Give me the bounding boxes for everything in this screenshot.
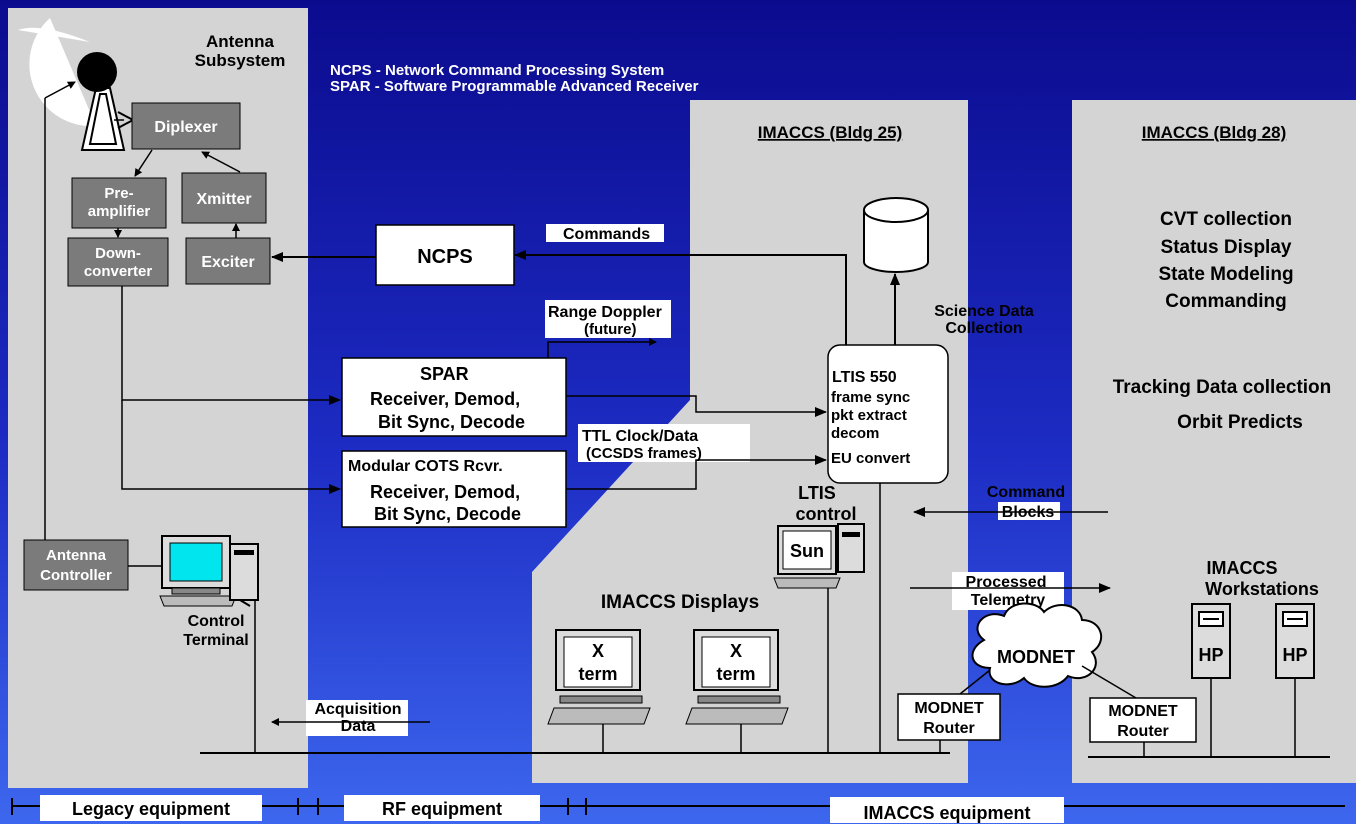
processed-telemetry-label: Processed xyxy=(966,574,1047,591)
xterm-1-icon xyxy=(547,629,651,725)
acquisition-data-bg xyxy=(306,700,408,736)
ltis-item-frame-sync: frame sync xyxy=(831,389,910,406)
preamplifier-label-2: amplifier xyxy=(88,203,151,220)
science-collection-label: Collection xyxy=(945,320,1022,337)
ccsds-frames-label: (CCSDS frames) xyxy=(586,445,702,462)
control-terminal-icon xyxy=(159,535,259,607)
bldg25-title: IMACCS (Bldg 25) xyxy=(758,123,903,142)
function-cvt-collection: CVT collection xyxy=(1160,209,1292,230)
spar-box xyxy=(341,357,567,437)
footer-rf-equipment: RF equipment xyxy=(382,799,502,819)
cots-receiver-title: Modular COTS Rcvr. xyxy=(348,458,503,475)
hp-workstation-1-icon xyxy=(1191,603,1231,679)
range-doppler-label: Range Doppler xyxy=(548,304,662,321)
ncps-definition: NCPS - Network Command Processing System xyxy=(330,62,664,79)
footer-legacy-equipment: Legacy equipment xyxy=(72,799,230,819)
modnet-router-1-label: MODNET xyxy=(914,700,984,717)
modnet-router-2-label: MODNET xyxy=(1108,703,1178,720)
function-state-modeling: State Modeling xyxy=(1158,264,1293,285)
processed-telemetry-bg xyxy=(952,572,1064,610)
xterm-2-label: X xyxy=(730,641,742,661)
antenna-controller-box xyxy=(23,539,129,591)
modnet-router-1-label-2: Router xyxy=(923,720,975,737)
cots-receiver-box xyxy=(341,450,567,528)
ttl-label-bg xyxy=(578,424,750,462)
sun-workstation-icon xyxy=(773,523,865,589)
modnet-router-2-box xyxy=(1089,697,1197,743)
command-blocks-bg xyxy=(998,502,1060,520)
cots-receiver-line-1: Receiver, Demod, xyxy=(370,482,520,502)
spar-title: SPAR xyxy=(420,364,469,384)
xterm-1-label: X xyxy=(592,641,604,661)
diplexer-box xyxy=(131,102,241,150)
xmitter-label: Xmitter xyxy=(196,191,251,208)
ttl-clock-data-label: TTL Clock/Data xyxy=(582,428,698,445)
exciter-label: Exciter xyxy=(201,254,254,271)
orbit-predicts: Orbit Predicts xyxy=(1177,412,1303,433)
range-doppler-future-label: (future) xyxy=(584,321,637,338)
workstations-label-2: Workstations xyxy=(1205,579,1319,599)
control-terminal-label: Control xyxy=(188,613,245,630)
function-commanding: Commanding xyxy=(1165,291,1286,312)
footer-imaccs-equipment: IMACCS equipment xyxy=(863,803,1030,823)
exciter-box xyxy=(185,237,271,285)
hp-workstation-2-icon xyxy=(1275,603,1315,679)
antenna-subsystem-title: Antenna xyxy=(206,32,275,51)
spar-line-2: Bit Sync, Decode xyxy=(378,412,525,432)
downconverter-box xyxy=(67,237,169,287)
spar-line-1: Receiver, Demod, xyxy=(370,389,520,409)
commands-label-bg xyxy=(546,224,664,242)
commands-label: Commands xyxy=(563,226,650,243)
xterm-2-label-2: term xyxy=(716,664,755,684)
preamplifier-box xyxy=(71,177,167,229)
imaccs-displays-label: IMACCS Displays xyxy=(601,592,759,613)
bldg28-title: IMACCS (Bldg 28) xyxy=(1142,123,1287,142)
ncps-box xyxy=(375,224,515,286)
preamplifier-label: Pre- xyxy=(104,185,133,202)
sun-label: Sun xyxy=(790,541,824,561)
ltis-item-eu-convert: EU convert xyxy=(831,450,910,467)
modnet-router-1-box xyxy=(897,693,1001,741)
spar-definition: SPAR - Software Programmable Advanced Re… xyxy=(330,78,699,95)
xterm-2-icon xyxy=(685,629,789,725)
footer-bar xyxy=(11,795,1345,823)
command-blocks-label: Command xyxy=(987,484,1065,501)
antenna-dish-icon xyxy=(18,18,126,151)
hp-1-label: HP xyxy=(1198,645,1223,665)
science-database-icon xyxy=(863,197,929,273)
downconverter-label-2: converter xyxy=(84,263,153,280)
bldg28-panel xyxy=(1072,100,1356,783)
hp-2-label: HP xyxy=(1282,645,1307,665)
acquisition-data-label-2: Data xyxy=(341,718,376,735)
workstations-label: IMACCS xyxy=(1207,558,1278,578)
xmitter-box xyxy=(181,172,267,224)
ltis-550-box xyxy=(827,344,949,484)
ltis-550-title: LTIS 550 xyxy=(832,369,897,386)
function-status-display: Status Display xyxy=(1161,237,1292,258)
antenna-controller-label-2: Controller xyxy=(40,567,112,584)
tracking-data-collection: Tracking Data collection xyxy=(1113,377,1332,398)
acquisition-data-label: Acquisition xyxy=(314,701,401,718)
science-data-label: Science Data xyxy=(934,303,1034,320)
modnet-router-2-label-2: Router xyxy=(1117,723,1169,740)
antenna-controller-label: Antenna xyxy=(46,547,107,564)
ltis-control-label: LTIS xyxy=(798,483,836,503)
xterm-1-label-2: term xyxy=(578,664,617,684)
ltis-item-decom: decom xyxy=(831,425,879,442)
modnet-label: MODNET xyxy=(997,647,1075,667)
diplexer-label: Diplexer xyxy=(154,119,217,136)
modnet-cloud-icon xyxy=(971,602,1103,688)
downconverter-label: Down- xyxy=(95,245,141,262)
ncps-label: NCPS xyxy=(417,246,473,268)
control-terminal-label-2: Terminal xyxy=(183,632,249,649)
ltis-control-label-2: control xyxy=(796,504,857,524)
cots-receiver-line-2: Bit Sync, Decode xyxy=(374,504,521,524)
range-doppler-bg xyxy=(545,300,671,338)
ltis-item-pkt-extract: pkt extract xyxy=(831,407,907,424)
antenna-subsystem-title-2: Subsystem xyxy=(195,51,286,70)
